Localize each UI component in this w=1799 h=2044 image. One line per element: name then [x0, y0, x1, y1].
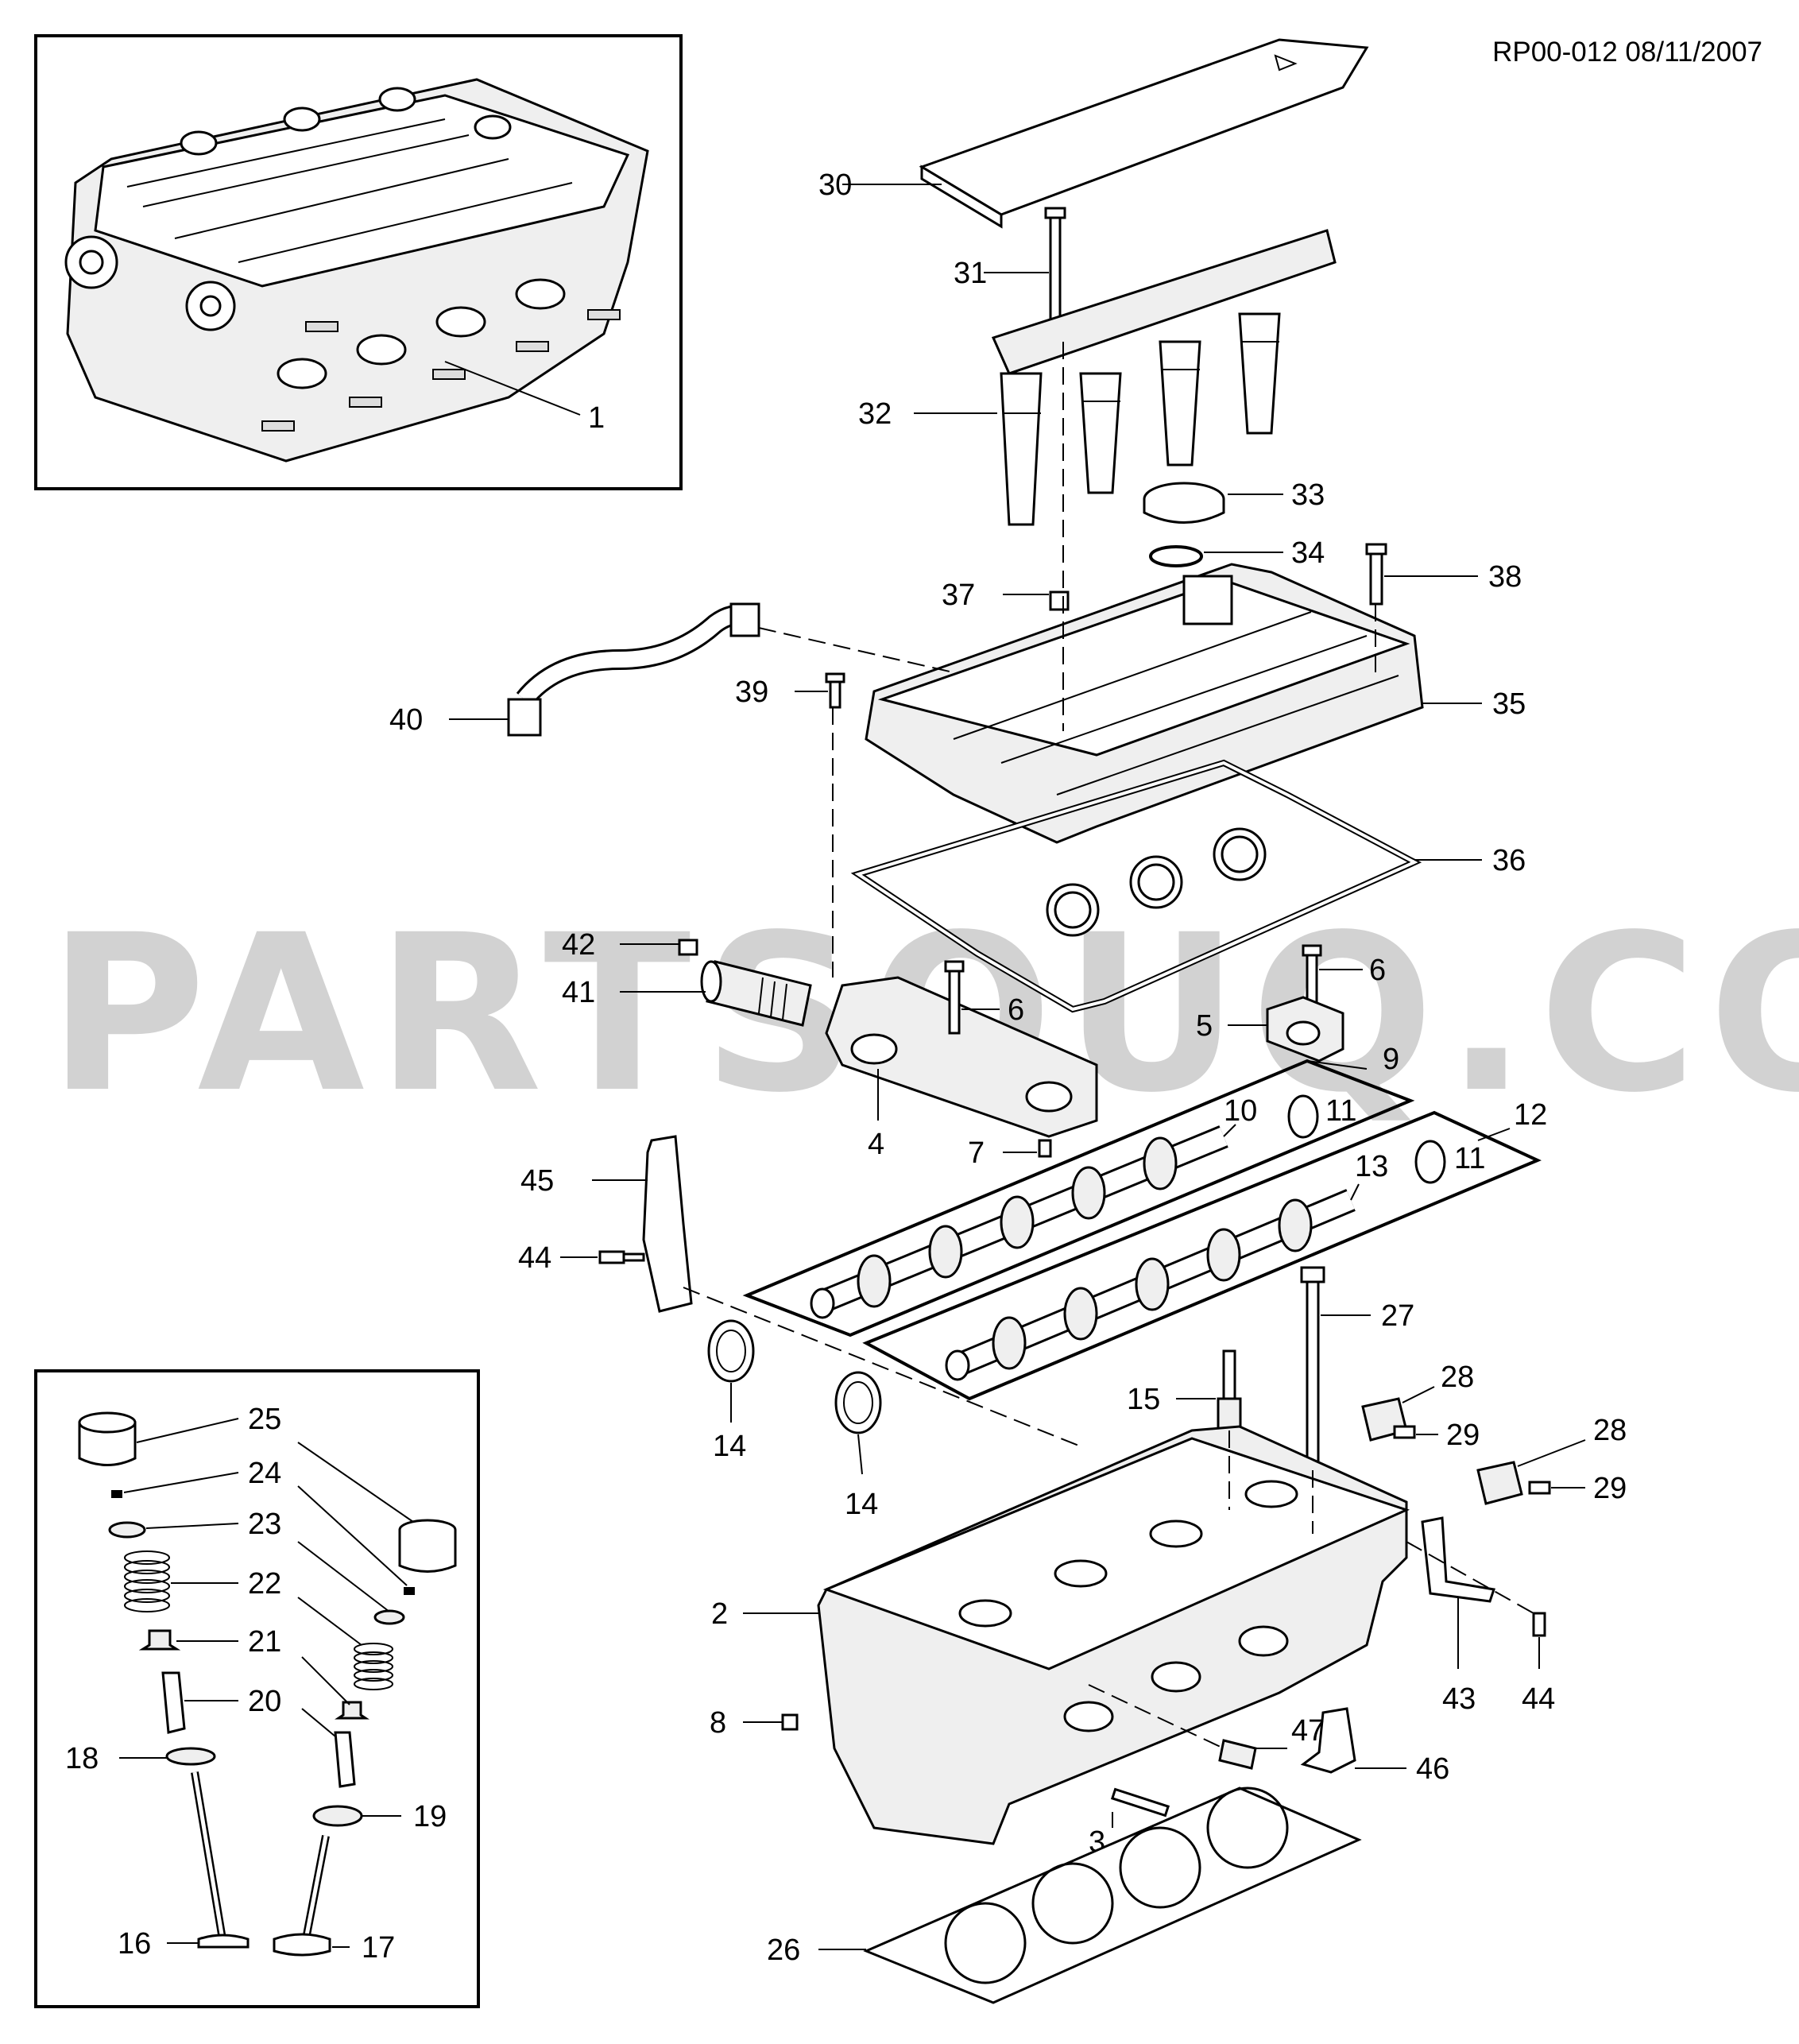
callout-6a: 6: [1008, 993, 1024, 1027]
part-44-bolt-left: 44: [518, 1241, 645, 1275]
part-30-cover: 30: [818, 38, 1369, 229]
part-35-cam-cover: 35: [865, 563, 1526, 844]
camshaft-box-9: 9 10 11: [742, 1043, 1415, 1338]
callout-7: 7: [968, 1136, 985, 1170]
callout-41: 41: [562, 976, 595, 1009]
part-26-head-gasket: 26: [767, 1787, 1362, 2004]
callout-12: 12: [1514, 1098, 1547, 1132]
inset-assembled-head: 1: [34, 34, 683, 490]
part-33-oil-cap: 33: [1143, 478, 1325, 524]
camshaft-box-12: 12 13 11: [862, 1098, 1547, 1401]
part-28-sensor-lower: 28: [1476, 1414, 1627, 1505]
callout-44a: 44: [518, 1241, 551, 1275]
callout-21: 21: [248, 1625, 281, 1659]
part-37-grommet: 37: [942, 579, 1070, 612]
callout-32: 32: [858, 397, 892, 431]
callout-29a: 29: [1446, 1419, 1480, 1452]
inset-valve-train: 25 24 23 22 21 20 18 16: [34, 1369, 480, 2008]
callout-31: 31: [954, 257, 987, 290]
part-42-plug: 42: [562, 928, 698, 962]
callout-39: 39: [735, 676, 768, 709]
callout-46: 46: [1416, 1752, 1449, 1786]
callout-28b: 28: [1593, 1414, 1627, 1447]
callout-11b: 11: [1454, 1142, 1485, 1175]
part-5-bearing-cap: 5: [1196, 996, 1344, 1063]
callout-28a: 28: [1441, 1361, 1474, 1394]
callout-10: 10: [1224, 1094, 1257, 1128]
callout-36: 36: [1492, 844, 1526, 877]
part-36-gasket: 36: [850, 759, 1526, 1013]
callout-8: 8: [710, 1706, 726, 1740]
callout-40: 40: [389, 703, 423, 737]
part-41-solenoid: 41: [562, 960, 812, 1027]
part-32-ignition-coil: 32: [858, 229, 1337, 526]
callout-27: 27: [1381, 1299, 1414, 1333]
callout-23: 23: [248, 1508, 281, 1541]
part-46-bracket: 46: [1300, 1707, 1449, 1786]
callout-17: 17: [362, 1931, 395, 1965]
part-47-sensor: 47: [1218, 1714, 1325, 1770]
callout-14a: 14: [713, 1430, 746, 1463]
part-14-seal-right: 14: [834, 1371, 882, 1521]
part-27-head-bolt: 27: [1300, 1266, 1414, 1472]
part-15-spark-plug: 15: [1127, 1349, 1242, 1432]
callout-43: 43: [1442, 1682, 1476, 1716]
callout-24: 24: [248, 1457, 281, 1490]
reference-code: RP00-012 08/11/2007: [1492, 37, 1762, 68]
part-31-bolt: 31: [954, 207, 1066, 331]
part-40-hose: 40: [389, 602, 760, 737]
part-34-o-ring: 34: [1149, 536, 1325, 570]
part-14-seal-left: 14: [707, 1319, 755, 1463]
callout-37: 37: [942, 579, 975, 612]
callout-29b: 29: [1593, 1472, 1627, 1505]
assembly-lines: [683, 342, 1534, 1749]
part-7-dowel: 7: [968, 1136, 1052, 1170]
part-4-cam-carrier: 4: [825, 976, 1098, 1161]
part-38-stud: 38: [1365, 543, 1522, 606]
part-44-bolt-right: 44: [1522, 1612, 1555, 1716]
callout-26: 26: [767, 1934, 800, 1967]
callout-2: 2: [711, 1597, 728, 1631]
part-43-bracket: 43: [1421, 1516, 1495, 1716]
part-8-plug: 8: [710, 1706, 799, 1740]
callout-4: 4: [868, 1128, 884, 1161]
callout-1: 1: [588, 401, 605, 435]
callout-47: 47: [1291, 1714, 1325, 1748]
callout-45: 45: [520, 1164, 554, 1198]
part-6-bolt-right: 6: [1302, 944, 1386, 1011]
callout-42: 42: [562, 928, 595, 962]
callout-14b: 14: [845, 1488, 878, 1521]
callout-15: 15: [1127, 1383, 1160, 1416]
part-39-bolt: 39: [735, 672, 845, 709]
callout-9: 9: [1383, 1043, 1399, 1076]
part-6-bolt-left: 6: [944, 960, 1024, 1035]
part-2-cylinder-head: 2: [711, 1425, 1410, 1845]
callout-38: 38: [1488, 560, 1522, 594]
callout-16: 16: [118, 1927, 151, 1961]
callout-35: 35: [1492, 687, 1526, 721]
callout-11a: 11: [1325, 1094, 1356, 1128]
callout-44b: 44: [1522, 1682, 1555, 1716]
callout-30: 30: [818, 168, 852, 202]
callout-33: 33: [1291, 478, 1325, 512]
callout-34: 34: [1291, 536, 1325, 570]
callout-18: 18: [65, 1742, 99, 1775]
callout-20: 20: [248, 1685, 281, 1718]
callout-6b: 6: [1369, 954, 1386, 987]
callout-19: 19: [413, 1800, 447, 1833]
callout-13: 13: [1355, 1150, 1388, 1183]
part-29-bolt-lower: 29: [1528, 1472, 1627, 1505]
part-45-bracket: 45: [520, 1135, 693, 1313]
callout-22: 22: [248, 1567, 281, 1601]
callout-25: 25: [248, 1403, 281, 1436]
callout-5: 5: [1196, 1009, 1213, 1043]
part-29-bolt-upper: 29: [1393, 1419, 1480, 1452]
